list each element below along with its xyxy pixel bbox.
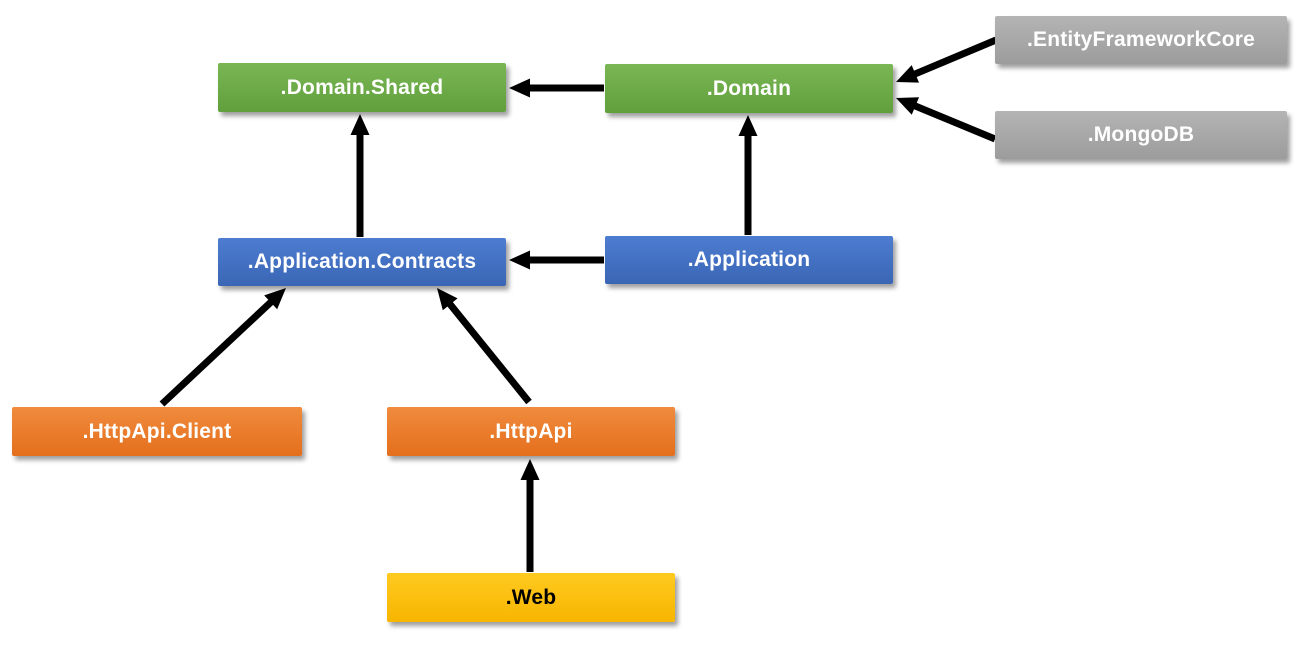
arrow-application-contracts-to-domain-shared xyxy=(350,114,370,237)
arrow-web-to-httpapi xyxy=(520,459,540,572)
node-application: .Application xyxy=(605,236,893,284)
arrowhead-icon xyxy=(264,288,286,310)
arrow-entity-framework-core-to-domain xyxy=(896,36,998,83)
node-httpapi-client: .HttpApi.Client xyxy=(12,407,302,456)
arrow-application-to-domain xyxy=(738,115,758,235)
arrowhead-icon xyxy=(520,459,540,480)
arrow-mongodb-to-domain xyxy=(896,97,997,143)
arrow-application-to-application-contracts xyxy=(509,250,604,270)
arrow-httpapi-client-to-application-contracts xyxy=(159,288,286,407)
node-label: .HttpApi xyxy=(489,419,573,443)
node-domain-shared: .Domain.Shared xyxy=(218,63,506,112)
node-label: .Application xyxy=(687,248,811,271)
arrowhead-icon xyxy=(350,114,370,135)
arrow-httpapi-to-application-contracts xyxy=(437,288,532,405)
node-application-contracts: .Application.Contracts xyxy=(218,238,506,286)
node-label: .MongoDB xyxy=(1087,123,1195,146)
node-label: .Web xyxy=(505,585,557,609)
arrowhead-icon xyxy=(509,78,530,98)
node-label: .Application.Contracts xyxy=(247,250,477,273)
node-label: .HttpApi.Client xyxy=(82,419,232,443)
node-label: .EntityFrameworkCore xyxy=(1026,28,1256,51)
arrow-domain-to-domain-shared xyxy=(509,78,604,98)
node-domain: .Domain xyxy=(605,64,893,113)
arrowhead-icon xyxy=(437,288,458,311)
node-httpapi: .HttpApi xyxy=(387,407,675,456)
node-label: .Domain xyxy=(706,76,792,100)
arrowhead-icon xyxy=(509,250,530,270)
node-entity-framework-core: .EntityFrameworkCore xyxy=(995,16,1287,64)
arrowhead-icon xyxy=(896,65,920,83)
arrowhead-icon xyxy=(738,115,758,136)
node-label: .Domain.Shared xyxy=(280,75,444,99)
arrowhead-icon xyxy=(896,97,920,115)
node-web: .Web xyxy=(387,573,675,622)
node-mongodb: .MongoDB xyxy=(995,111,1287,159)
